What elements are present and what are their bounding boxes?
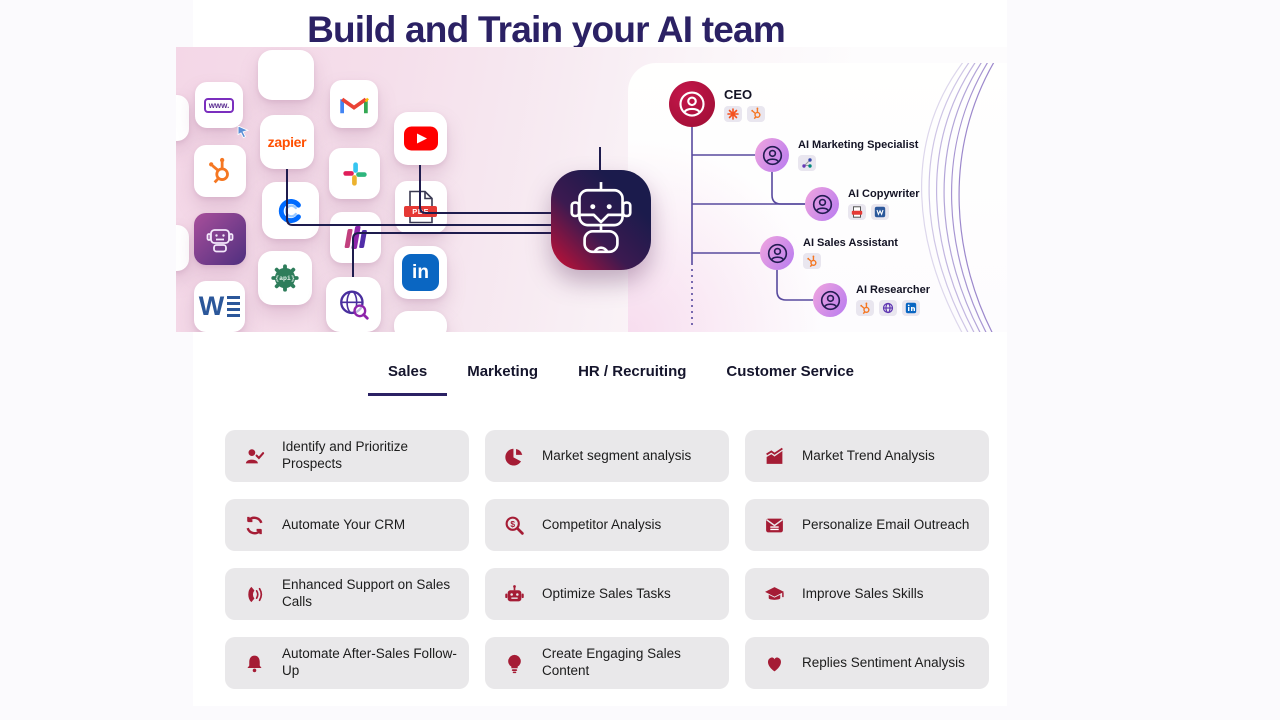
hubspot-icon bbox=[194, 145, 246, 197]
search-dollar-icon: $ bbox=[504, 515, 525, 536]
card-automate-crm[interactable]: Automate Your CRM bbox=[225, 499, 469, 551]
linkedin-badge-icon bbox=[902, 300, 920, 316]
tab-customer-service[interactable]: Customer Service bbox=[726, 363, 854, 380]
partial-tile bbox=[176, 95, 189, 141]
org-role-label: AI Marketing Specialist bbox=[798, 139, 919, 151]
calendly-icon bbox=[262, 182, 319, 239]
org-node-copywriter: AI Copywriter bbox=[805, 187, 920, 221]
card-label: Optimize Sales Tasks bbox=[542, 585, 671, 601]
card-identify-prospects[interactable]: Identify and Prioritize Prospects bbox=[225, 430, 469, 482]
analytics-badge-icon bbox=[798, 155, 816, 171]
card-label: Replies Sentiment Analysis bbox=[802, 654, 965, 670]
card-enhanced-sales-calls[interactable]: Enhanced Support on Sales Calls bbox=[225, 568, 469, 620]
linkedin-icon: in bbox=[394, 246, 447, 299]
card-improve-sales-skills[interactable]: Improve Sales Skills bbox=[745, 568, 989, 620]
org-role-label: AI Researcher bbox=[856, 284, 930, 296]
card-market-trend-analysis[interactable]: Market Trend Analysis bbox=[745, 430, 989, 482]
card-label: Competitor Analysis bbox=[542, 516, 662, 532]
cursor-icon bbox=[237, 126, 250, 139]
lightbulb-icon bbox=[504, 653, 525, 674]
person-check-icon bbox=[244, 446, 265, 467]
linkedin-label: in bbox=[412, 261, 429, 283]
decorative-curves bbox=[921, 63, 995, 332]
org-node-researcher: AI Researcher bbox=[813, 283, 930, 317]
pie-chart-icon bbox=[504, 446, 525, 467]
card-label: Enhanced Support on Sales Calls bbox=[282, 577, 451, 609]
spark-badge-icon bbox=[724, 105, 742, 122]
api-icon: {api} bbox=[258, 251, 312, 305]
feature-card-grid: Identify and Prioritize Prospects Market… bbox=[225, 430, 989, 689]
website-browser-icon: www. bbox=[195, 82, 250, 139]
marketing-specialist-avatar bbox=[755, 138, 789, 172]
word-doc-lines bbox=[227, 296, 241, 317]
tab-marketing[interactable]: Marketing bbox=[467, 363, 539, 380]
heart-icon bbox=[764, 653, 785, 674]
org-role-label: AI Copywriter bbox=[848, 188, 920, 200]
sales-assistant-avatar bbox=[760, 236, 794, 270]
partial-tile bbox=[176, 225, 189, 271]
org-role-label: CEO bbox=[724, 86, 753, 102]
library-books-icon bbox=[330, 212, 381, 263]
card-label: Identify and Prioritize Prospects bbox=[282, 439, 409, 471]
card-label: Automate After-Sales Follow-Up bbox=[282, 646, 457, 678]
copywriter-avatar bbox=[805, 187, 839, 221]
pdf-file-icon: PDF bbox=[395, 181, 447, 233]
ai-robot bbox=[551, 170, 651, 270]
word-label: W bbox=[198, 291, 225, 321]
org-node-ceo: CEO bbox=[669, 81, 765, 127]
robot-head-icon bbox=[504, 584, 525, 605]
graduation-cap-icon bbox=[764, 584, 785, 605]
word-badge-icon bbox=[871, 204, 889, 220]
zapier-icon: zapier bbox=[260, 115, 314, 169]
phone-volume-icon bbox=[244, 584, 265, 605]
ms-word-icon: W bbox=[194, 281, 245, 332]
card-personalize-email[interactable]: Personalize Email Outreach bbox=[745, 499, 989, 551]
hubspot-badge-icon bbox=[803, 253, 821, 269]
web-search-icon bbox=[326, 277, 381, 332]
zapier-label: zapier bbox=[267, 134, 307, 150]
org-role-label: AI Sales Assistant bbox=[803, 237, 898, 249]
card-optimize-sales-tasks[interactable]: Optimize Sales Tasks bbox=[485, 568, 729, 620]
email-list-icon bbox=[764, 515, 785, 536]
researcher-avatar bbox=[813, 283, 847, 317]
org-connector-lines bbox=[691, 127, 813, 329]
gmail-icon bbox=[330, 80, 378, 128]
card-engaging-sales-content[interactable]: Create Engaging Sales Content bbox=[485, 637, 729, 689]
chatbot-icon bbox=[194, 213, 246, 265]
partial-tile bbox=[394, 311, 447, 332]
youtube-icon bbox=[394, 112, 447, 165]
sync-arrows-icon bbox=[244, 515, 265, 536]
department-tabs: Sales Marketing HR / Recruiting Customer… bbox=[368, 360, 874, 396]
ceo-avatar bbox=[669, 81, 715, 127]
card-label: Improve Sales Skills bbox=[802, 585, 924, 601]
org-node-marketing-specialist: AI Marketing Specialist bbox=[755, 138, 918, 172]
bell-icon bbox=[244, 653, 265, 674]
pdf-label: PDF bbox=[404, 206, 437, 217]
card-label: Personalize Email Outreach bbox=[802, 516, 970, 532]
card-market-segment-analysis[interactable]: Market segment analysis bbox=[485, 430, 729, 482]
card-label: Automate Your CRM bbox=[282, 516, 406, 532]
hubspot-badge-icon bbox=[856, 300, 874, 316]
card-label: Market Trend Analysis bbox=[802, 447, 935, 463]
org-node-sales-assistant: AI Sales Assistant bbox=[760, 236, 898, 270]
hero-illustration: www. zapier bbox=[176, 47, 1007, 332]
web-badge-icon bbox=[879, 300, 897, 316]
card-competitor-analysis[interactable]: $ Competitor Analysis bbox=[485, 499, 729, 551]
card-after-sales-followup[interactable]: Automate After-Sales Follow-Up bbox=[225, 637, 469, 689]
tab-sales[interactable]: Sales bbox=[368, 360, 448, 396]
pdf-badge-icon bbox=[848, 204, 866, 220]
card-replies-sentiment[interactable]: Replies Sentiment Analysis bbox=[745, 637, 989, 689]
slack-icon bbox=[329, 148, 380, 199]
card-label: Create Engaging Sales Content bbox=[542, 646, 681, 678]
svg-text:$: $ bbox=[510, 518, 515, 528]
www-label: www. bbox=[203, 97, 235, 113]
trend-chart-icon bbox=[764, 446, 785, 467]
hubspot-badge-icon bbox=[747, 105, 765, 122]
org-chart-card: CEO bbox=[628, 63, 1007, 332]
api-label: {api} bbox=[275, 274, 295, 282]
card-label: Market segment analysis bbox=[542, 447, 692, 463]
blank-tile bbox=[258, 50, 314, 100]
page-title: Build and Train your AI team bbox=[307, 9, 786, 50]
tab-hr-recruiting[interactable]: HR / Recruiting bbox=[578, 363, 687, 380]
